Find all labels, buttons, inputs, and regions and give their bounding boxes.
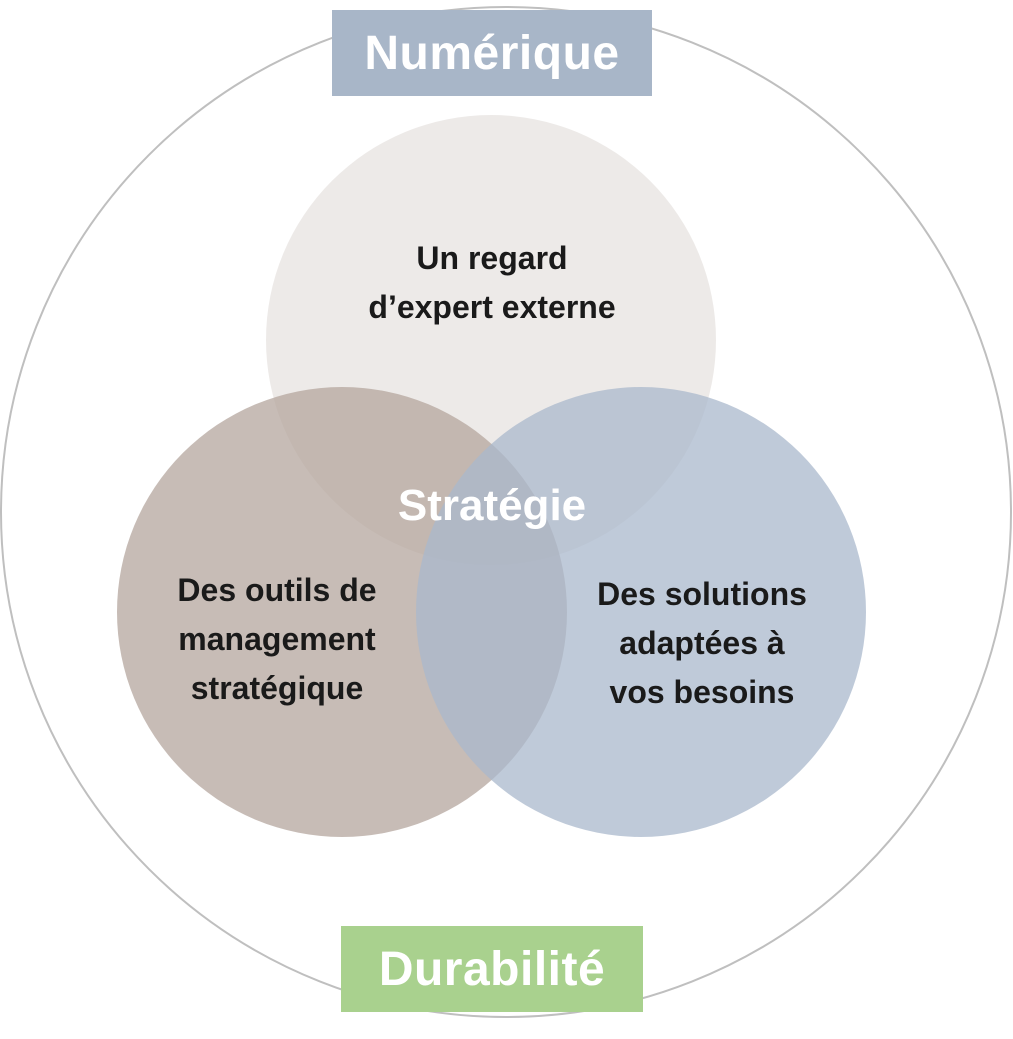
circle-right-line-1: Des solutions [597,576,807,612]
numerique-label-box: Numérique [332,10,652,96]
circle-left-line-1: Des outils de [177,572,377,608]
circle-top-line-1: Un regard [416,240,568,276]
circle-top-line-2: d’expert externe [368,289,616,325]
circle-right [416,387,866,837]
circle-right-line-3: vos besoins [609,674,795,710]
circle-left-line-2: management [178,621,376,657]
strategie-center-label: Stratégie [397,481,587,530]
durabilite-label: Durabilité [378,942,606,996]
circle-left-text: Des outils de management stratégique [127,566,427,713]
numerique-label: Numérique [364,26,620,80]
circle-right-text: Des solutions adaptées à vos besoins [552,570,852,717]
outer-ring [0,6,1012,1018]
circle-right-line-2: adaptées à [619,625,785,661]
circle-left-line-3: stratégique [190,670,364,706]
durabilite-label-box: Durabilité [341,926,643,1012]
circle-top-text: Un regard d’expert externe [292,234,692,332]
